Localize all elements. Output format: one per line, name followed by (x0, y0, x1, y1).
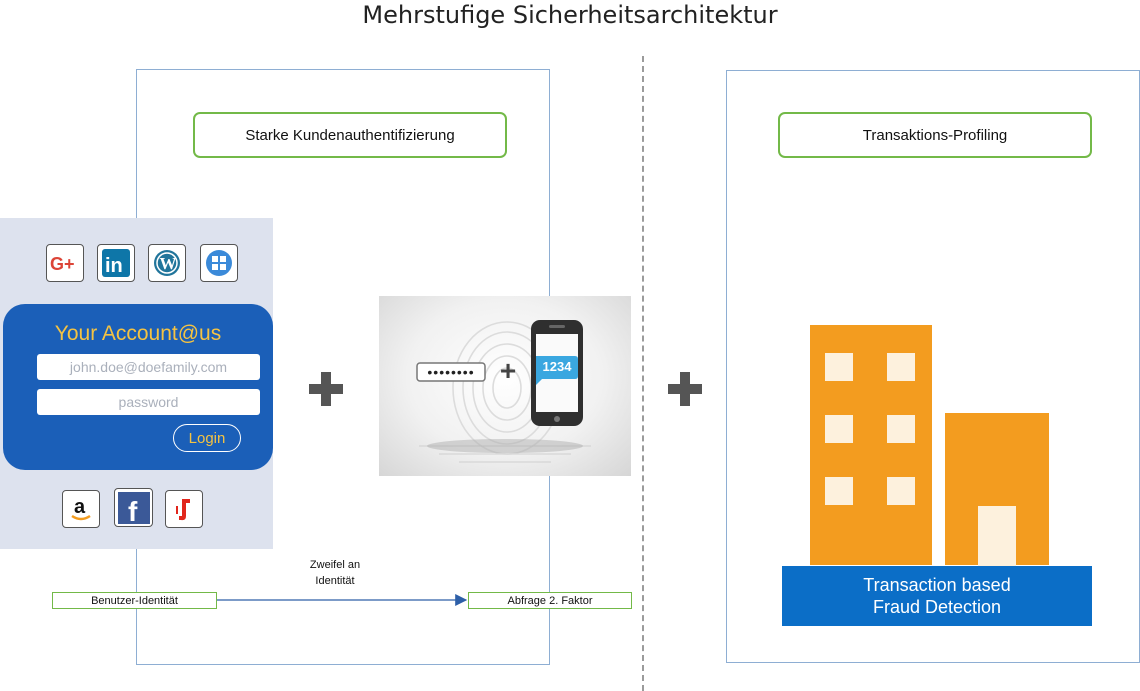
doubt-label-line2: Identität (315, 575, 355, 587)
transaction-profiling-heading: Transaktions-Profiling (778, 112, 1092, 158)
doubt-edge-label: Zweifel an Identität (290, 557, 380, 589)
svg-text:f: f (128, 496, 138, 524)
doubt-label-line1: Zweifel an (309, 559, 361, 571)
sms-code: 1234 (542, 359, 572, 374)
account-title: Your Account@us (54, 322, 222, 345)
phone-icon (531, 320, 583, 426)
wordpress-icon: W (148, 244, 186, 282)
strong-authentication-heading: Starke Kundenauthentifizierung (193, 112, 507, 158)
floor-lines (419, 445, 591, 463)
plus-sign: + (499, 355, 517, 386)
login-button[interactable]: Login (173, 424, 241, 452)
second-factor-illustration: •••••••• + 1234 (379, 296, 631, 476)
banner-line1: Transaction based (863, 575, 1011, 595)
banner-line2: Fraud Detection (872, 597, 1002, 617)
email-field[interactable]: john.doe@doefamily.com (37, 354, 260, 380)
windows-icon (200, 244, 238, 282)
amazon-icon: a (62, 490, 100, 528)
section-divider (642, 56, 644, 691)
password-bar (416, 362, 486, 382)
user-identity-node: Benutzer-Identität (52, 592, 217, 609)
google-plus-icon: G+ (46, 244, 84, 282)
second-factor-node: Abfrage 2. Faktor (468, 592, 632, 609)
facebook-icon: f (114, 488, 153, 527)
sms-bubble (536, 356, 578, 385)
fraud-detection-banner: Transaction based Fraud Detection (782, 566, 1092, 626)
svg-text:a: a (74, 496, 86, 518)
plus-icon (309, 372, 343, 406)
music-icon (165, 490, 203, 528)
linkedin-icon: in (97, 244, 135, 282)
password-field[interactable]: password (37, 389, 260, 415)
building-icon (810, 325, 1049, 566)
password-dots: •••••••• (427, 364, 475, 380)
diagram-title: Mehrstufige Sicherheitsarchitektur (362, 1, 778, 29)
svg-text:G+: G+ (50, 254, 75, 274)
plus-icon (668, 372, 702, 406)
svg-text:W: W (160, 254, 177, 273)
svg-text:in: in (105, 255, 123, 277)
